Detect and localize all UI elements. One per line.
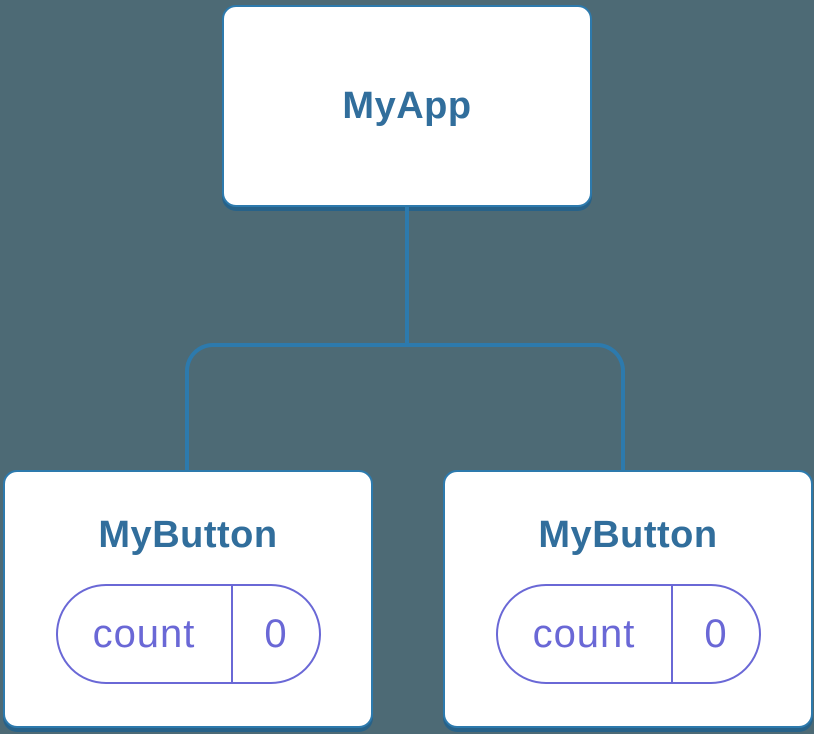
state-value-2: 0: [670, 586, 759, 682]
state-value-1: 0: [230, 586, 319, 682]
state-pill-1: count 0: [55, 584, 321, 684]
state-key-label-1: count: [92, 611, 196, 656]
component-node-myapp: MyApp: [222, 5, 592, 207]
state-key-label-2: count: [532, 611, 636, 656]
component-name-myapp: MyApp: [342, 85, 472, 127]
component-name-mybutton-1: MyButton: [98, 514, 278, 556]
component-name-mybutton-2: MyButton: [538, 514, 718, 556]
state-pill-2: count 0: [495, 584, 761, 684]
component-node-mybutton-2: MyButton count 0: [443, 470, 813, 728]
connector-root-stem: [405, 207, 409, 343]
connector-branch-bracket: [185, 343, 625, 470]
component-node-mybutton-1: MyButton count 0: [3, 470, 373, 728]
